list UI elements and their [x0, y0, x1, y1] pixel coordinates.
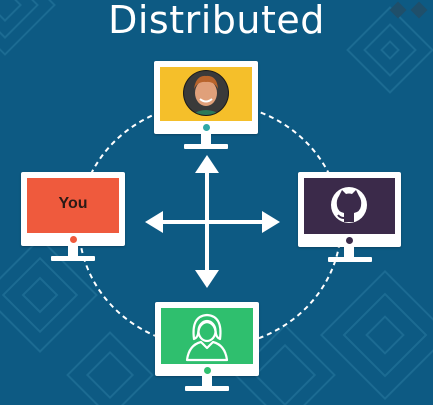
arrow-down-icon — [195, 270, 219, 288]
monitor-stand — [184, 144, 228, 149]
monitor-neck — [68, 246, 78, 256]
power-dot — [69, 236, 77, 243]
monitor-screen: You — [27, 178, 119, 233]
monitor-stand — [185, 386, 229, 391]
monitor-screen — [160, 67, 252, 121]
monitor-stand — [51, 256, 95, 261]
power-dot — [346, 237, 353, 244]
person-photo-icon — [183, 70, 229, 116]
monitor-bezel: You — [21, 172, 125, 246]
monitor-bezel — [298, 172, 401, 247]
monitor-neck — [344, 247, 354, 257]
power-dot — [203, 367, 211, 374]
monitor-bezel — [155, 302, 259, 376]
monitor-neck — [201, 134, 211, 144]
monitor-top — [154, 61, 258, 151]
monitor-screen — [304, 178, 395, 234]
power-dot — [202, 124, 210, 131]
you-label: You — [58, 195, 88, 212]
diagram-title: Distributed — [108, 0, 325, 42]
monitor-neck — [202, 376, 212, 386]
monitor-right — [298, 172, 401, 263]
monitor-bottom — [155, 302, 259, 392]
github-octocat-icon — [331, 187, 367, 223]
monitor-stand — [328, 257, 372, 262]
arrow-up-icon — [195, 155, 219, 173]
monitor-left: You — [21, 172, 125, 262]
female-user-outline-icon — [185, 313, 229, 362]
arrow-right-icon — [262, 211, 280, 233]
cross-arrows — [160, 170, 265, 273]
monitor-bezel — [154, 61, 258, 134]
arrow-left-icon — [145, 211, 163, 233]
monitor-screen — [161, 308, 253, 364]
